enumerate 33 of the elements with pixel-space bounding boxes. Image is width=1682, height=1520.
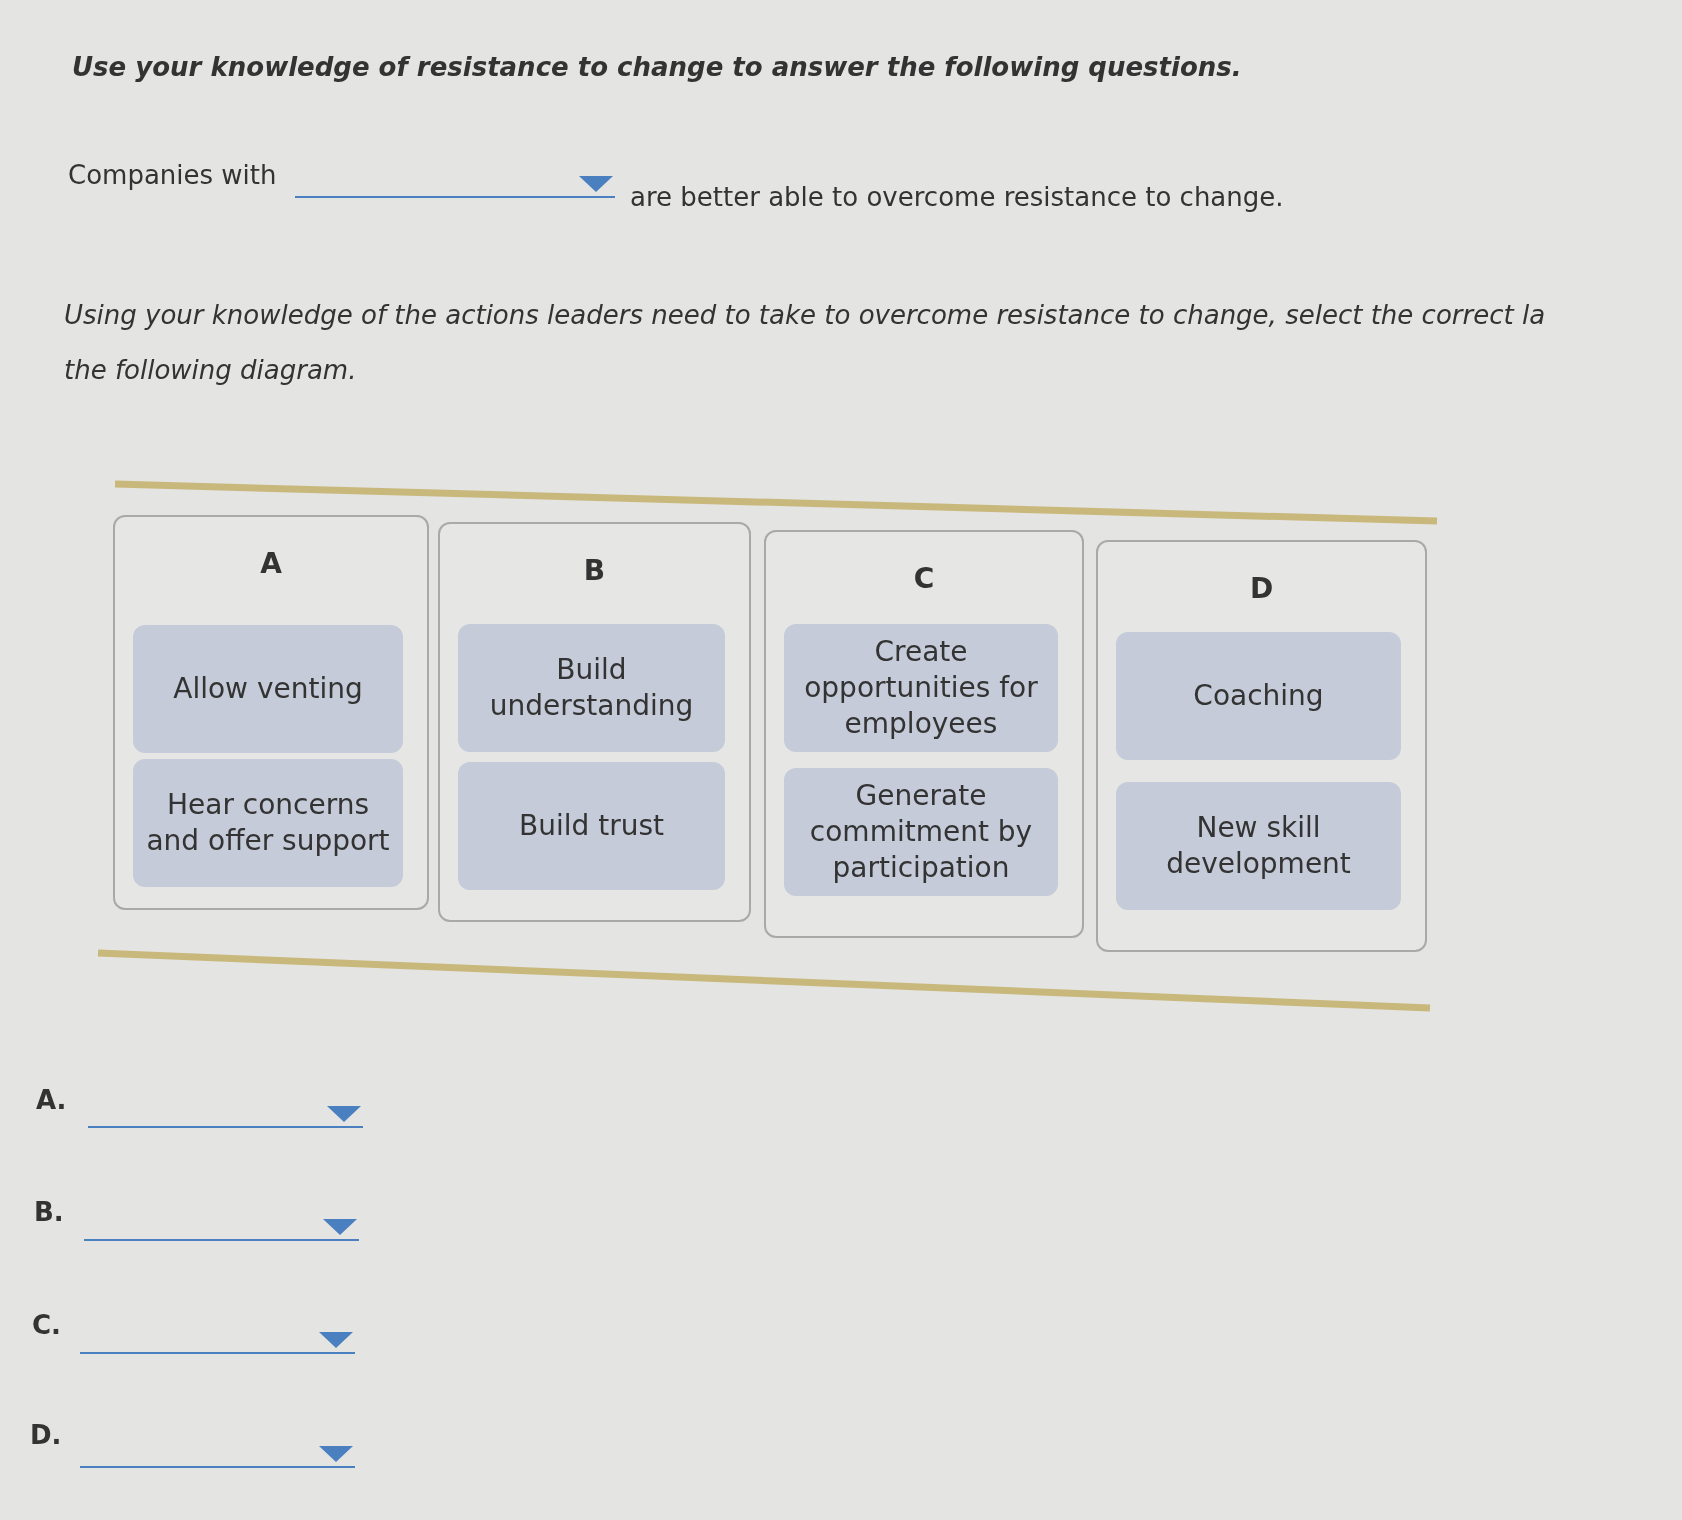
action-card [458, 624, 725, 752]
action-card [133, 625, 403, 753]
answer-letter: D. [30, 1420, 62, 1450]
card-text: Build trust [518, 808, 665, 844]
action-card [784, 624, 1058, 752]
action-card [1116, 632, 1401, 760]
instruction-text: the following diagram. [64, 355, 357, 385]
panel-heading: C [912, 562, 936, 595]
panel-heading: B [582, 554, 607, 587]
card-text: Allow venting [172, 671, 364, 707]
answer-letter: B. [34, 1197, 64, 1227]
card-text: Hear concerns and offer support [145, 787, 391, 859]
instruction-text: Using your knowledge of the actions leaders need to take to overcome resistance to change, select the correct la [64, 300, 1546, 330]
panel-heading: D [1248, 572, 1275, 605]
answer-letter: A. [36, 1085, 67, 1115]
instruction-text: Companies with [68, 160, 277, 190]
answer-letter: C. [32, 1310, 61, 1340]
card-text: New skill development [1165, 810, 1352, 882]
card-text: Create opportunities for employees [803, 634, 1039, 742]
action-card [1116, 782, 1401, 910]
category-panel [1096, 540, 1427, 952]
card-text: Generate commitment by participation [808, 778, 1034, 886]
card-text: Build understanding [488, 652, 695, 724]
action-card [458, 762, 725, 890]
action-card [784, 768, 1058, 896]
action-card [133, 759, 403, 887]
category-panel [764, 530, 1084, 938]
card-text: Coaching [1192, 678, 1325, 714]
panel-heading: A [259, 547, 283, 580]
instruction-text: Use your knowledge of resistance to change to answer the following questions. [72, 52, 1242, 82]
category-panel [113, 515, 429, 910]
instruction-text: are better able to overcome resistance to change. [630, 182, 1284, 212]
category-panel [438, 522, 751, 922]
